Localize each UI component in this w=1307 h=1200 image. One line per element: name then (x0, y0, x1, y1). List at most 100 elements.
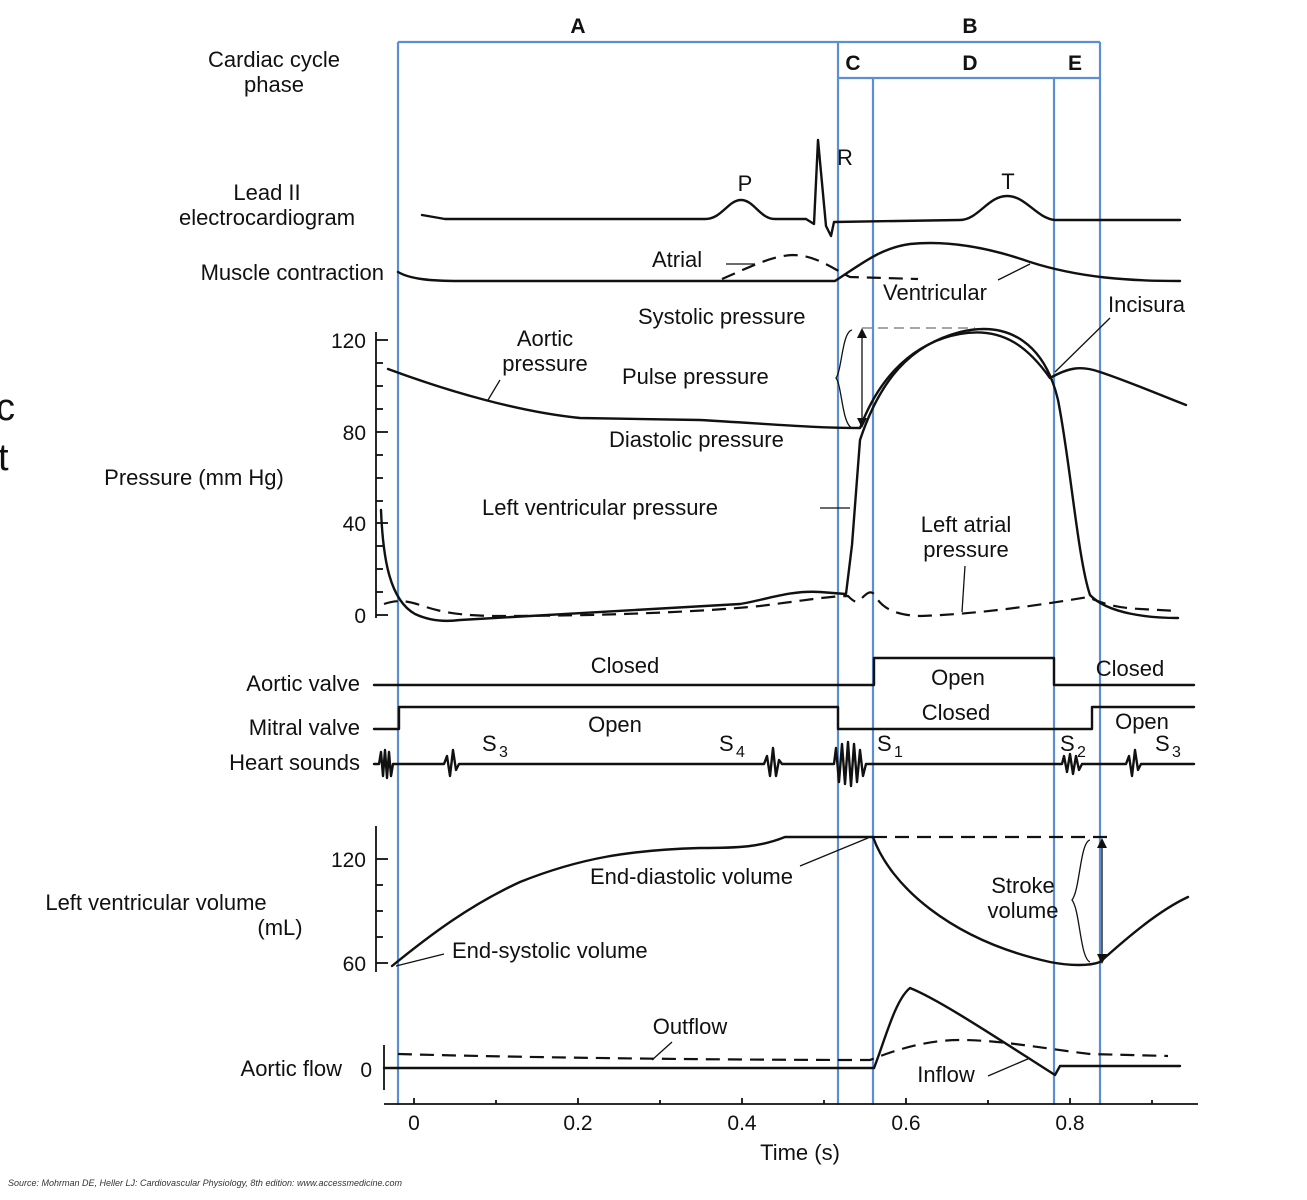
esv-leader (395, 953, 445, 967)
ventricular-label: Ventricular (883, 280, 987, 305)
label-aortic-flow: Aortic flow (241, 1056, 343, 1081)
heart-sounds-trace (372, 740, 1196, 788)
s3-subscript-2: 3 (1172, 744, 1181, 761)
s3-letter: S (482, 731, 497, 756)
label-muscle-contraction: Muscle contraction (201, 260, 384, 285)
diastolic-pressure-label: Diastolic pressure (609, 427, 784, 452)
pulse-arrow-head-top (857, 328, 867, 338)
label-cardiac-cycle: Cardiac cycle (208, 47, 340, 72)
s3-label: S 3 (482, 731, 508, 761)
label-aortic-valve: Aortic valve (246, 671, 360, 696)
time-tick-label-0-8: 0.8 (1055, 1112, 1084, 1135)
lv-volume-trace (390, 835, 1190, 968)
outflow-leader (651, 1041, 673, 1061)
esv-label: End-systolic volume (452, 938, 648, 963)
time-axis-label: Time (s) (760, 1140, 840, 1165)
aortic-pressure-label-2: pressure (502, 351, 588, 376)
label-pressure: Pressure (mm Hg) (104, 465, 284, 490)
left-atrial-label-1: Left atrial (921, 512, 1012, 537)
left-atrial-leader (961, 565, 966, 613)
ecg-trace (420, 138, 1182, 238)
s3-subscript: 3 (499, 744, 508, 761)
s4-label: S 4 (719, 731, 745, 761)
stroke-volume-brace (1071, 839, 1091, 963)
s2-subscript: 2 (1077, 744, 1086, 761)
ventricular-leader (997, 263, 1031, 281)
lv-pressure-label: Left ventricular pressure (482, 495, 718, 520)
s2-label: S 2 (1060, 731, 1086, 761)
pressure-tick-label-0: 0 (354, 605, 366, 628)
inflow-label: Inflow (917, 1062, 975, 1087)
time-tick-label-0-4: 0.4 (727, 1112, 757, 1135)
ecg-p-label: P (738, 171, 753, 196)
s2-letter: S (1060, 731, 1075, 756)
aortic-pressure-label-1: Aortic (517, 326, 573, 351)
pulse-arrow-head-bottom (857, 418, 867, 428)
phase-label-a: A (570, 15, 585, 38)
aortic-valve-closed-label: Closed (591, 653, 659, 678)
s4-subscript: 4 (736, 744, 745, 761)
mitral-valve-open-label-2: Open (1115, 709, 1169, 734)
s4-letter: S (719, 731, 734, 756)
left-atrial-label-2: pressure (923, 537, 1009, 562)
label-lv-volume: Left ventricular volume (45, 890, 266, 915)
label-lv-volume-unit: (mL) (257, 915, 302, 940)
s3-label-2: S 3 (1155, 731, 1181, 761)
label-phase: phase (244, 72, 304, 97)
pressure-tick-label-120: 120 (331, 330, 366, 353)
s1-label: S 1 (877, 731, 903, 761)
phase-label-b: B (962, 15, 977, 38)
pulse-pressure-label: Pulse pressure (622, 364, 769, 389)
time-tick-label-0-6: 0.6 (891, 1112, 920, 1135)
mitral-valve-closed-label: Closed (922, 700, 990, 725)
row-labels: Cardiac cycle phase Lead II electrocardi… (45, 47, 384, 1081)
aortic-valve-closed-label-2: Closed (1096, 656, 1164, 681)
aortic-inflow-trace (397, 1038, 1169, 1062)
label-lead-ii: Lead II (233, 180, 300, 205)
time-tick-label-0-2: 0.2 (563, 1112, 592, 1135)
pressure-tick-label-80: 80 (343, 422, 366, 445)
pulse-pressure-brace (835, 329, 853, 429)
inflow-leader (987, 1057, 1031, 1077)
systolic-pressure-label: Systolic pressure (638, 304, 806, 329)
s1-subscript: 1 (894, 744, 903, 761)
pressure-tick-label-40: 40 (343, 513, 366, 536)
label-electrocardiogram: electrocardiogram (179, 205, 355, 230)
s3-letter-2: S (1155, 731, 1170, 756)
stroke-arrow-head-top (1097, 838, 1107, 848)
volume-tick-label-60: 60 (343, 953, 366, 976)
lv-pressure-trace (379, 327, 1180, 623)
edge-text-t: t (0, 437, 9, 479)
stroke-volume-label-2: volume (988, 898, 1059, 923)
volume-tick-label-120: 120 (331, 849, 366, 872)
phase-label-c: C (845, 52, 860, 75)
time-axis: 0 0.2 0.4 0.6 0.8 Time (s) (384, 1098, 1198, 1165)
flow-tick-label-0: 0 (360, 1059, 372, 1082)
label-heart-sounds: Heart sounds (229, 750, 360, 775)
time-tick-label-0: 0 (408, 1112, 420, 1135)
source-citation: Source: Mohrman DE, Heller LJ: Cardiovas… (8, 1178, 402, 1188)
edge-text-c: c (0, 387, 15, 429)
atrial-label: Atrial (652, 247, 702, 272)
stroke-arrow-head-bottom (1097, 954, 1107, 964)
aortic-pressure-leader (487, 379, 501, 401)
ventricular-contraction-trace (396, 241, 1182, 283)
edv-leader (799, 837, 869, 867)
outflow-label: Outflow (653, 1014, 728, 1039)
mitral-valve-trace (372, 705, 1196, 731)
phase-label-d: D (962, 52, 977, 75)
pressure-axis: 120 80 40 0 (331, 330, 388, 628)
ecg-t-label: T (1001, 169, 1014, 194)
aortic-valve-trace (372, 656, 1196, 687)
s1-letter: S (877, 731, 892, 756)
volume-axis: 120 60 (331, 826, 388, 976)
incisura-label: Incisura (1108, 292, 1186, 317)
ecg-r-label: R (837, 145, 853, 170)
incisura-leader (1054, 317, 1111, 373)
atrial-contraction-trace (721, 253, 919, 281)
left-atrial-pressure-trace (383, 591, 1179, 618)
edv-label: End-diastolic volume (590, 864, 793, 889)
aortic-outflow-trace (382, 986, 1182, 1077)
phase-label-e: E (1068, 52, 1082, 75)
